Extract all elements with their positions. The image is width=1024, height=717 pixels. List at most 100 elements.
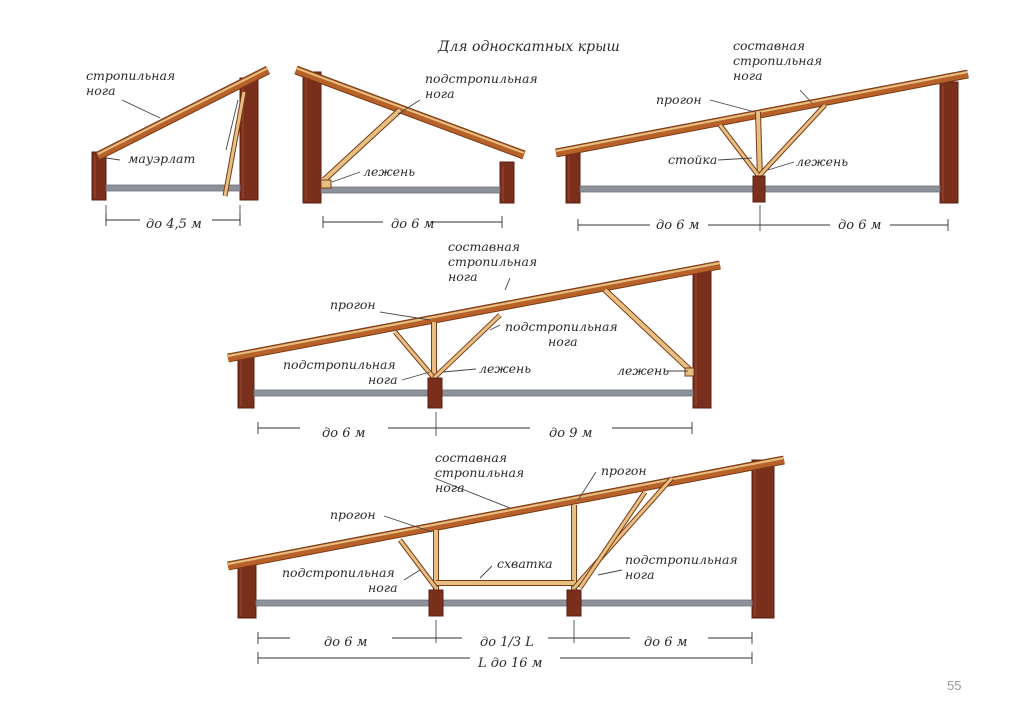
rafter <box>227 261 721 362</box>
leader-line <box>433 477 511 509</box>
label-progon-right: прогон <box>601 463 647 478</box>
wall <box>499 161 515 204</box>
label-stoyka: стойка <box>668 152 717 167</box>
dimension-gap <box>830 220 890 230</box>
diagram-title: Для односкатных крыш <box>437 39 620 55</box>
leader-line <box>105 157 121 161</box>
support-post <box>427 377 443 409</box>
leader-line <box>799 89 813 104</box>
strut <box>603 288 692 372</box>
leader-line <box>397 99 421 115</box>
leader-line <box>479 565 493 579</box>
structures <box>91 65 969 619</box>
rafter <box>294 66 526 159</box>
floor-beam <box>255 599 753 607</box>
label-progon: прогон <box>330 297 376 312</box>
leader-line <box>225 99 239 151</box>
leader-line <box>577 471 597 501</box>
dim-d5-left: до 6 м <box>324 635 367 650</box>
leader-line <box>401 371 431 381</box>
wall <box>237 354 255 409</box>
label-lezhen: лежень <box>796 154 848 169</box>
rafter <box>555 70 969 157</box>
post <box>756 111 762 181</box>
dimension-gap <box>290 633 392 643</box>
label-progon: прогон <box>656 92 702 107</box>
dim-d3-left: до 6 м <box>656 218 699 233</box>
page-number: 55 <box>947 678 961 693</box>
label-lezhen: лежень <box>363 164 415 179</box>
leaders <box>105 89 949 664</box>
leader-line <box>403 569 421 581</box>
rafter-highlight <box>295 67 525 154</box>
support-post <box>566 589 582 617</box>
rafter-highlight <box>555 71 969 152</box>
leader-line <box>717 157 753 161</box>
leader-line <box>331 171 361 183</box>
leader-line <box>383 515 433 533</box>
leader-line <box>379 311 431 321</box>
dimension-gap <box>383 217 430 227</box>
dimension-gap <box>462 633 548 643</box>
strut <box>718 124 760 176</box>
label-lezhen-right: лежень <box>617 363 669 378</box>
dimension-gap <box>630 633 708 643</box>
dim-d5-total: L до 16 м <box>477 656 542 671</box>
floor-beam <box>253 389 694 397</box>
dimension-gap <box>650 220 708 230</box>
lezhen-block <box>684 367 695 377</box>
leader-line <box>767 161 795 171</box>
strut <box>322 108 402 182</box>
rafter-highlight <box>227 457 785 565</box>
label-progon-left: прогон <box>330 507 376 522</box>
dimension-gap <box>300 423 388 433</box>
strut <box>398 539 438 589</box>
leader-line <box>709 99 756 113</box>
rafter <box>96 66 270 160</box>
dim-d5-right: до 6 м <box>644 635 687 650</box>
dimension-gap <box>140 215 212 225</box>
strut-inner <box>578 491 647 589</box>
dimension-gap <box>470 653 560 663</box>
post <box>223 91 246 197</box>
dim-d2-span: до 6 м <box>391 217 434 232</box>
support-post <box>752 175 766 203</box>
dim-d4-left: до 6 м <box>322 426 365 441</box>
support-post <box>428 589 444 617</box>
dim-d3-right: до 6 м <box>838 218 881 233</box>
floor-beam <box>105 184 241 192</box>
strut <box>758 103 827 177</box>
rafter-highlight <box>97 67 269 155</box>
wall <box>91 151 107 201</box>
rafter <box>227 456 785 570</box>
strut <box>393 331 436 379</box>
label-mauerlat: мауэрлат <box>128 151 195 166</box>
leader-line <box>597 569 623 576</box>
label-skhvatka: схватка <box>497 556 553 571</box>
dim-d4-right: до 9 м <box>549 426 592 441</box>
rafter-highlight <box>227 262 721 357</box>
wall <box>565 151 581 204</box>
lezhen-block <box>320 179 332 189</box>
leader-line <box>121 99 161 119</box>
floor-beam <box>320 186 501 194</box>
leader-line <box>442 368 477 373</box>
leader-line <box>489 324 501 331</box>
dim-d5-mid: до 1/3 L <box>480 635 534 650</box>
dim-d1-span: до 4,5 м <box>146 217 202 232</box>
